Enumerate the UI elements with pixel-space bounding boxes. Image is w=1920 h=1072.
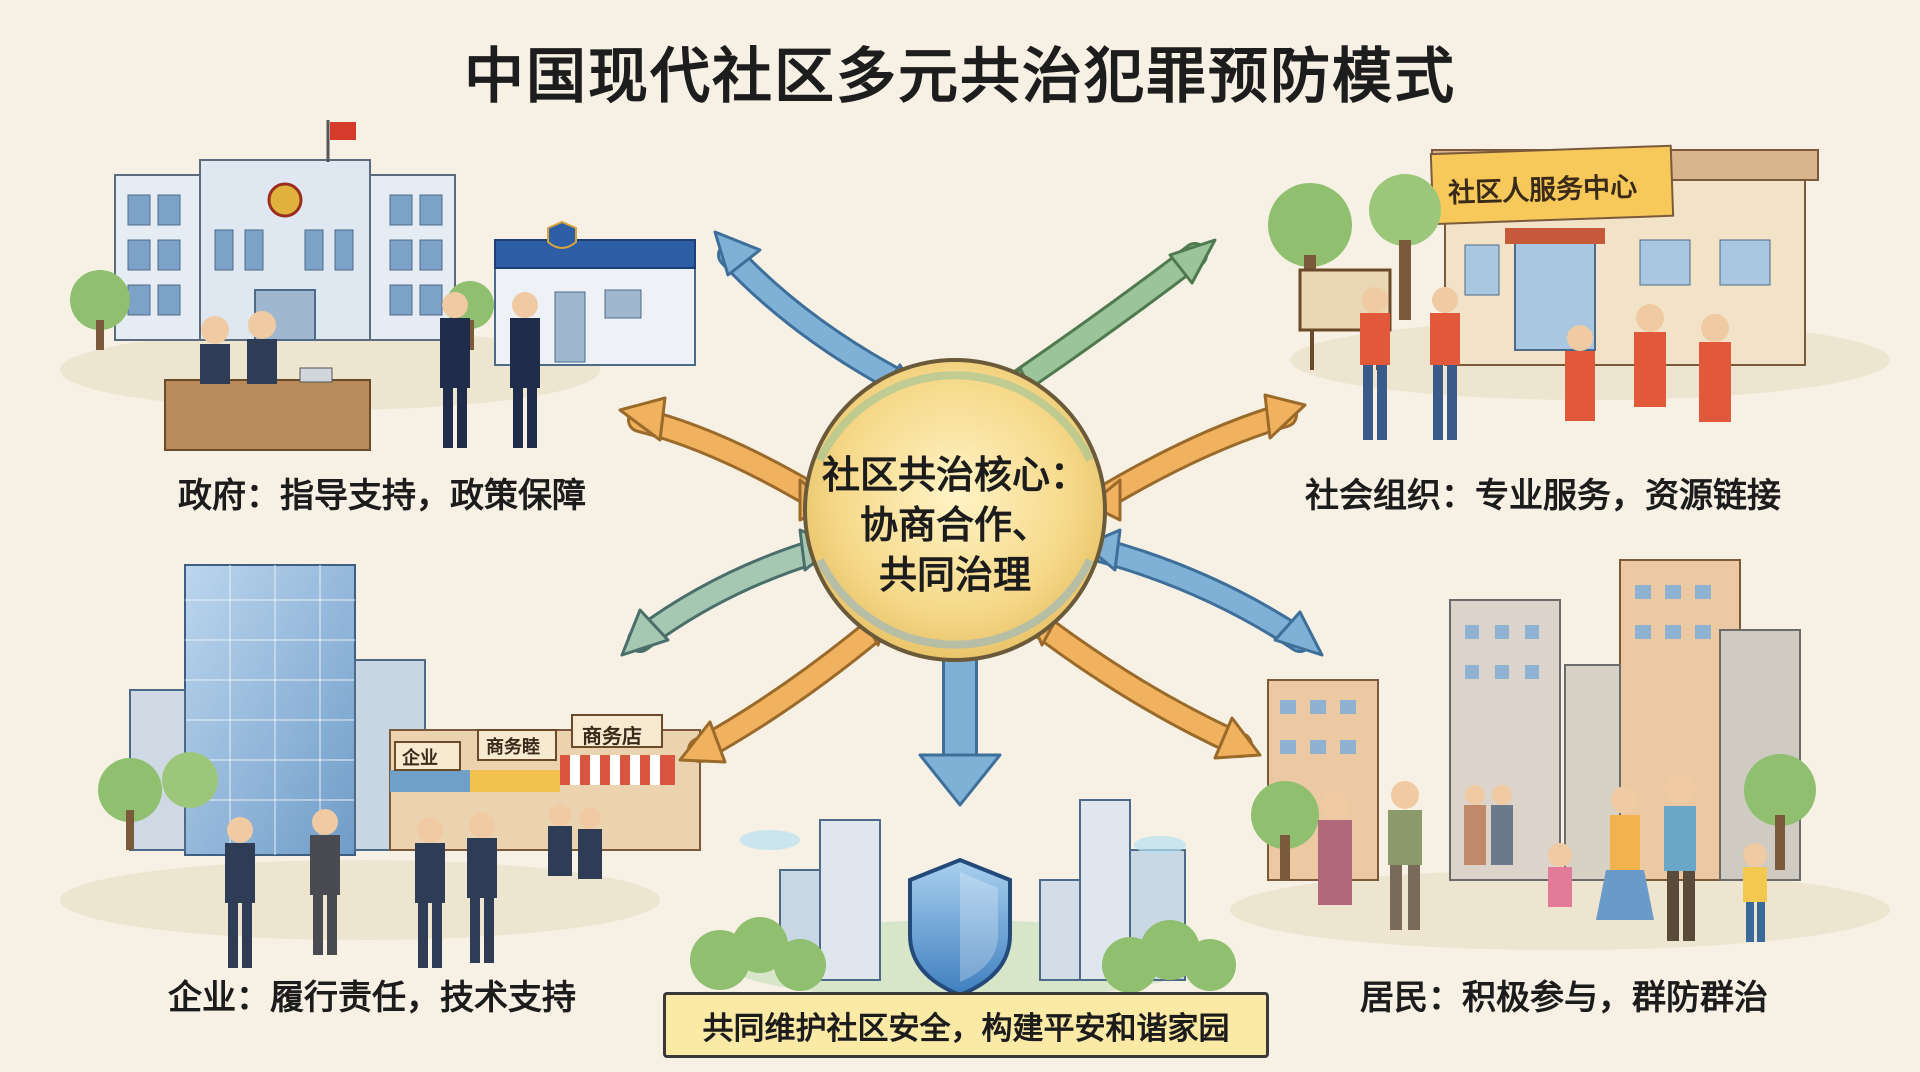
core-label: 社区共治核心： 协商合作、 共同治理	[815, 450, 1095, 600]
core-line-2: 协商合作、	[859, 503, 1050, 547]
core-circle	[803, 358, 1107, 662]
service-center-sign: 社区人服务中心	[1447, 171, 1638, 210]
safe-city-scene	[690, 799, 1236, 1000]
core-line-3: 共同治理	[878, 553, 1031, 597]
shop-sign-1: 企业	[402, 748, 438, 769]
social-org-scene	[1268, 144, 1890, 440]
shop-sign-3: 商务店	[582, 724, 642, 748]
enterprise-scene	[60, 564, 701, 968]
core-line-1: 社区共治核心：	[821, 453, 1088, 497]
residents-scene	[1230, 559, 1890, 950]
page-title: 中国现代社区多元共治犯罪预防模式	[464, 42, 1456, 112]
government-scene	[60, 120, 696, 451]
shop-sign-2: 商务睦	[486, 737, 540, 758]
bottom-banner: 共同维护社区安全，构建平安和谐家园	[663, 992, 1269, 1058]
flag-icon	[330, 122, 356, 140]
government-caption: 政府：指导支持，政策保障	[178, 476, 586, 516]
police-badge-icon	[547, 220, 577, 249]
residents-caption: 居民：积极参与，群防群治	[1360, 978, 1768, 1018]
social-org-caption: 社会组织：专业服务，资源链接	[1305, 476, 1781, 516]
emblem-icon	[267, 182, 303, 218]
enterprise-caption: 企业：履行责任，技术支持	[168, 978, 576, 1018]
